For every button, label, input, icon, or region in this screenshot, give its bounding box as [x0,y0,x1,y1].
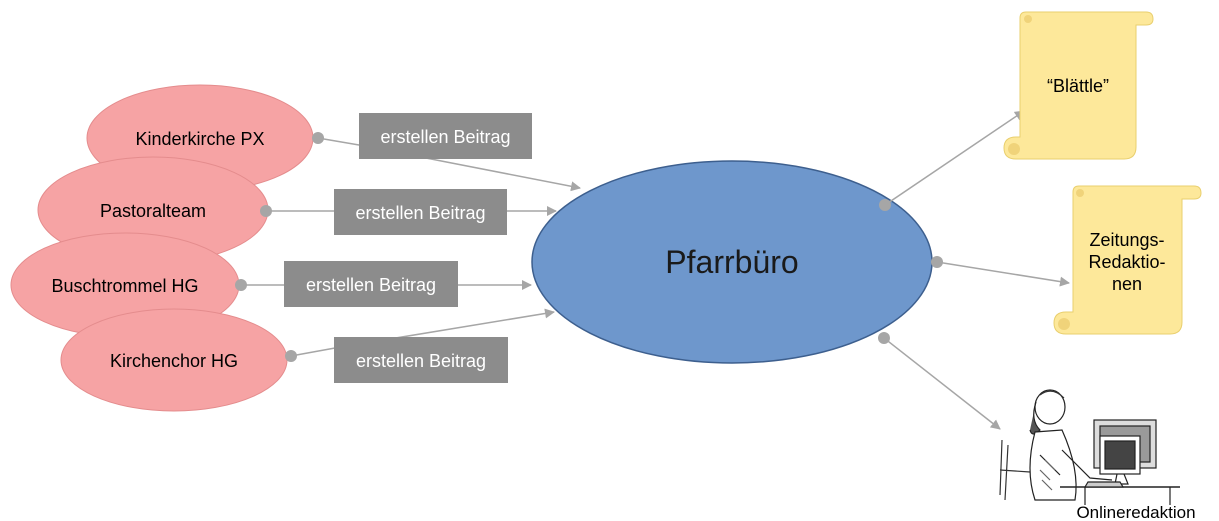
source-label: Kinderkirche PX [135,129,264,149]
center-label: Pfarrbüro [665,244,798,280]
scroll-blaettle: “Blättle” [1003,11,1154,160]
action-label-1: erstellen Beitrag [359,113,532,159]
connector-dot [312,132,324,144]
scroll-label-line: nen [1112,274,1142,294]
action-box [284,261,458,307]
source-label: Pastoralteam [100,201,206,221]
action-label-3: erstellen Beitrag [284,261,458,307]
source-connectors [241,137,581,357]
action-text: erstellen Beitrag [355,203,485,223]
scroll-curl [1024,15,1032,23]
scroll-curl [1058,318,1070,330]
scroll-label-line: Redaktio- [1088,252,1165,272]
connector-dot [878,332,890,344]
source-connector-dots [235,132,324,362]
source-label: Kirchenchor HG [110,351,238,371]
source-label: Buschtrommel HG [51,276,198,296]
connector-dot [285,350,297,362]
action-label-4: erstellen Beitrag [334,337,508,383]
action-text: erstellen Beitrag [306,275,436,295]
action-text: erstellen Beitrag [380,127,510,147]
person-at-computer-icon [999,389,1180,505]
connector-to-zeitung [936,261,1070,287]
connector-dot [931,256,943,268]
scroll-label: “Blättle” [1047,76,1109,96]
action-box [334,337,508,383]
connector-to-online [883,337,1001,430]
target-connectors [883,110,1070,430]
connector-dot [879,199,891,211]
connector-dot [260,205,272,217]
scroll-label-line: Zeitungs- [1089,230,1164,250]
online-editor-illustration: Onlineredaktion [999,389,1196,521]
source-node-kirchenchor: Kirchenchor HG [60,308,288,412]
action-label-2: erstellen Beitrag [334,189,507,235]
scroll-zeitung: Zeitungs- Redaktio- nen [1053,185,1202,335]
scroll-icon [1003,11,1154,160]
connector-to-blaettle [884,110,1025,206]
target-connector-dots [878,199,943,344]
scroll-curl [1008,143,1020,155]
online-label: Onlineredaktion [1076,503,1195,521]
scroll-icon [1053,185,1202,335]
action-box [334,189,507,235]
action-box [359,113,532,159]
action-text: erstellen Beitrag [356,351,486,371]
connector-dot [235,279,247,291]
scroll-curl [1076,189,1084,197]
center-node-pfarrbuero: Pfarrbüro [531,160,933,364]
